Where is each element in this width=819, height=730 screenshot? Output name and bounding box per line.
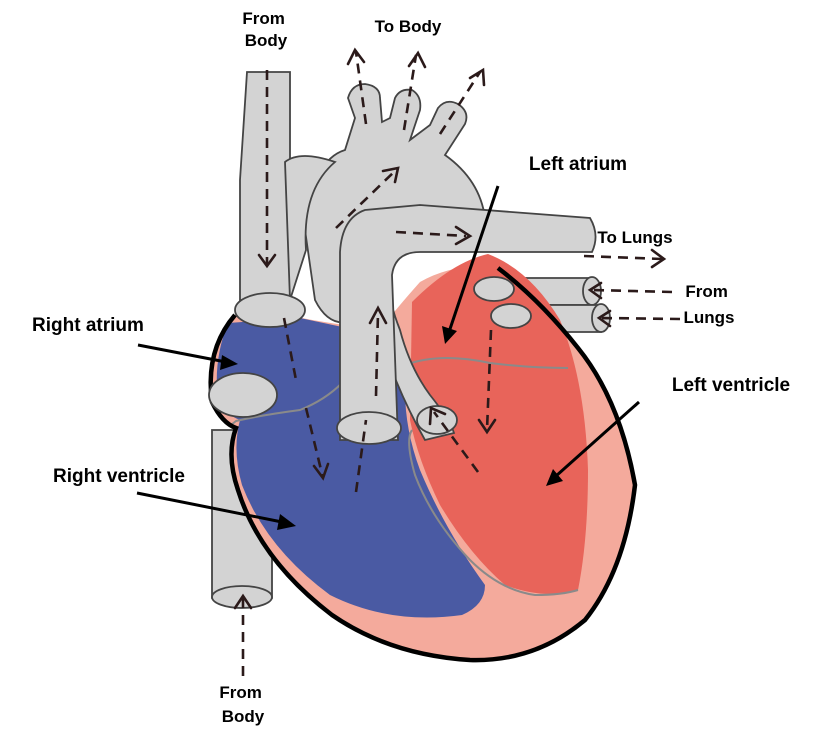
label-from-body-bottom-line1: From bbox=[219, 683, 262, 702]
flow-arrow-from-lungs-1 bbox=[592, 290, 672, 292]
label-to-body: To Body bbox=[375, 17, 442, 36]
label-right-ventricle: Right ventricle bbox=[53, 466, 185, 487]
flow-arrowhead-to-body-2 bbox=[409, 53, 425, 67]
label-right-atrium: Right atrium bbox=[32, 315, 144, 336]
flow-arrow-to-lungs bbox=[584, 256, 662, 259]
pulmonary-vein-opening-1 bbox=[474, 277, 514, 301]
label-left-ventricle: Left ventricle bbox=[672, 375, 790, 396]
label-from-body-top-line1: From bbox=[242, 9, 285, 28]
label-to-lungs: To Lungs bbox=[597, 228, 672, 247]
label-from-lungs-line2: Lungs bbox=[684, 308, 735, 327]
flow-arrow-from-lungs-2 bbox=[601, 318, 680, 319]
label-from-body-top: From Body bbox=[242, 9, 289, 50]
label-from-lungs-line1: From bbox=[685, 282, 728, 301]
label-from-body-bottom-line2: Body bbox=[222, 707, 265, 726]
label-from-lungs: From Lungs bbox=[684, 282, 735, 327]
pulmonary-vein-opening-2 bbox=[491, 304, 531, 328]
label-from-body-top-line2: Body bbox=[245, 31, 288, 50]
superior-vena-cava bbox=[240, 72, 290, 300]
inferior-vena-cava-opening bbox=[209, 373, 277, 417]
label-left-atrium: Left atrium bbox=[529, 154, 627, 175]
superior-vena-cava-opening bbox=[235, 293, 305, 327]
flow-arrowhead-to-body-1 bbox=[348, 50, 364, 64]
label-from-body-bottom: From Body bbox=[219, 683, 266, 726]
